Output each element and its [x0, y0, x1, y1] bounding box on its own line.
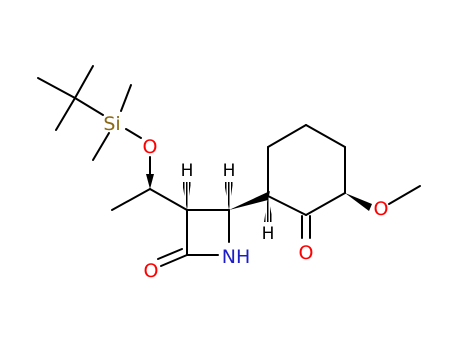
- silyl-oxygen-label: O: [143, 136, 158, 158]
- h-c3-label: H: [181, 161, 194, 181]
- wedge-bond: [345, 193, 372, 211]
- bond: [388, 185, 421, 205]
- hashed-bond: [224, 182, 233, 210]
- h-ring-label: H: [262, 224, 275, 244]
- lactam-nitrogen-label: NH: [222, 246, 251, 268]
- silyl-bonds: [92, 84, 142, 161]
- bond: [305, 192, 346, 216]
- bond: [111, 188, 151, 211]
- bond: [74, 97, 104, 116]
- bond: [74, 65, 94, 99]
- bond: [157, 248, 183, 260]
- bond: [92, 132, 110, 161]
- lactam-carbonyl: [157, 248, 188, 267]
- bond: [305, 124, 346, 148]
- bond: [37, 77, 76, 99]
- cyclohexanone-ring: [267, 124, 346, 216]
- methoxy-oxygen-label: O: [374, 198, 389, 220]
- bond: [267, 195, 307, 216]
- ketone-oxygen-label: O: [299, 242, 314, 264]
- hashed-bond: [182, 182, 191, 210]
- wedge-bond: [229, 191, 270, 210]
- bond: [160, 254, 188, 267]
- bond: [267, 124, 307, 148]
- beta-lactam-ring: [186, 209, 230, 256]
- h-c4-label: H: [223, 161, 236, 181]
- side-chain-bonds: [111, 156, 188, 211]
- tert-butyl-group: [37, 65, 104, 131]
- silicon-label: Si: [103, 113, 120, 135]
- bond: [149, 188, 188, 211]
- lactam-oxygen-label: O: [144, 260, 159, 282]
- bond: [55, 97, 76, 131]
- ketone-carbonyl: [301, 215, 311, 239]
- bond: [120, 84, 132, 112]
- hashed-bond: [264, 196, 273, 222]
- bond: [125, 128, 142, 139]
- wedge-bond: [146, 174, 154, 189]
